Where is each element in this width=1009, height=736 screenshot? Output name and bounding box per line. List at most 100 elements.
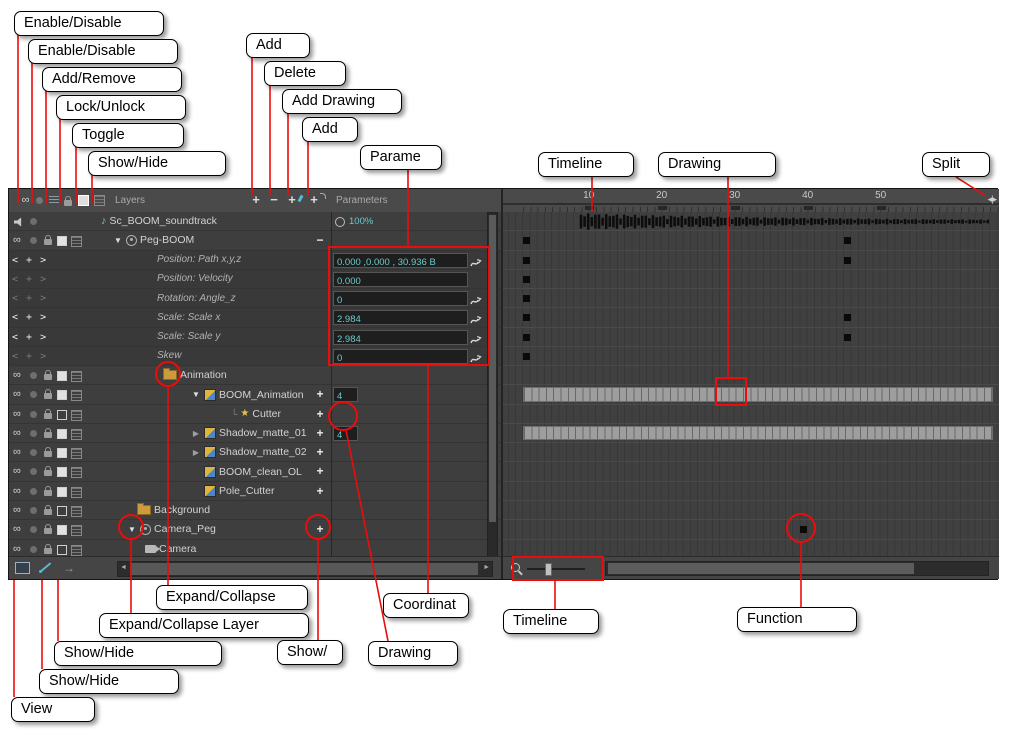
show-functions-button[interactable]: + [316, 425, 324, 440]
timeline-track-row[interactable] [503, 212, 999, 232]
keyframe-nav-control[interactable]: < + > [12, 254, 48, 266]
show-functions-button[interactable]: + [316, 445, 324, 460]
data-view-icon[interactable] [93, 194, 106, 207]
timeline-track-row[interactable] [503, 462, 999, 482]
keyframe-marker[interactable] [523, 314, 530, 322]
show-functions-button[interactable]: + [316, 464, 324, 479]
data-view-badge-icon[interactable] [71, 544, 82, 556]
solo-icon[interactable] [30, 526, 37, 534]
solo-icon[interactable] [30, 372, 37, 380]
data-view-badge-icon[interactable] [71, 390, 82, 402]
timeline-track-row[interactable] [503, 501, 999, 521]
volume-icon[interactable] [335, 217, 345, 227]
lock-icon[interactable] [44, 389, 52, 400]
timeline-track-row[interactable] [503, 328, 999, 347]
toggle-checkbox[interactable] [57, 448, 67, 459]
data-view-badge-icon[interactable] [71, 428, 82, 440]
solo-icon[interactable] [30, 429, 37, 437]
solo-icon[interactable] [30, 487, 37, 495]
layer-row[interactable]: ∞Pole_Cutter+ [9, 481, 501, 501]
show-hide-data-view-icon[interactable] [39, 561, 55, 575]
layer-row[interactable]: ∞▶Shadow_matte_02+ [9, 443, 501, 463]
solo-icon[interactable] [30, 506, 37, 514]
drawing-exposure-bar[interactable] [523, 425, 993, 441]
toggle-checkbox[interactable] [57, 486, 67, 497]
keyframe-marker[interactable] [523, 275, 530, 283]
layers-horizontal-scrollbar[interactable]: ◄ ► [117, 561, 493, 577]
lock-icon[interactable] [44, 427, 52, 438]
keyframe-marker[interactable] [523, 333, 530, 341]
scrollbar-thumb[interactable] [489, 215, 496, 522]
timeline-track-row[interactable] [503, 482, 999, 501]
value-field[interactable]: 2.984 [333, 310, 468, 326]
function-curve-icon[interactable] [470, 351, 482, 363]
drawing-substitution-field[interactable]: 4 [333, 425, 358, 441]
lock-icon[interactable] [44, 370, 52, 381]
thumbnails-icon[interactable] [47, 194, 60, 207]
solo-icon[interactable] [30, 391, 37, 399]
data-view-badge-icon[interactable] [71, 505, 82, 517]
add-drawing-layer-button[interactable]: + [285, 192, 299, 207]
lock-icon[interactable] [44, 524, 52, 535]
solo-mode-icon[interactable] [33, 194, 46, 207]
timeline-track-row[interactable] [503, 405, 999, 424]
lock-icon[interactable] [44, 235, 52, 246]
keyframe-nav-control[interactable]: < + > [12, 293, 48, 305]
toggle-checkbox[interactable] [57, 371, 67, 382]
keyframe-marker[interactable] [523, 256, 530, 264]
toggle-checkbox[interactable] [57, 505, 67, 516]
toggle-checkbox[interactable] [57, 236, 67, 247]
layer-row[interactable]: ∞└★Cutter+ [9, 404, 501, 424]
value-field[interactable]: 0.000 ,0.000 , 30.936 B [333, 252, 468, 268]
data-view-badge-icon[interactable] [71, 467, 82, 479]
value-field[interactable]: 2.984 [333, 329, 468, 345]
enable-disable-icon[interactable]: ∞ [13, 234, 21, 247]
solo-icon[interactable] [30, 237, 37, 245]
toggle-checkbox[interactable] [57, 428, 67, 439]
expand-collapse-arrow[interactable]: ▼ [114, 235, 122, 245]
enable-disable-icon[interactable]: ∞ [13, 542, 21, 555]
timeline-track-row[interactable] [503, 443, 999, 463]
keyframe-marker[interactable] [844, 256, 852, 264]
show-functions-button[interactable]: + [316, 522, 324, 537]
timeline-track-row[interactable] [503, 385, 999, 405]
function-curve-icon[interactable] [470, 255, 482, 266]
layer-row[interactable]: ∞▶Shadow_matte_01+4 [9, 423, 501, 444]
keyframe-nav-control[interactable]: < + > [12, 273, 48, 285]
enable-disable-icon[interactable]: ∞ [13, 523, 21, 536]
keyframe-nav-control[interactable]: < + > [12, 331, 48, 343]
function-curve-icon[interactable] [470, 293, 482, 305]
function-curve-icon[interactable] [470, 332, 482, 343]
timeline-track-row[interactable] [503, 251, 999, 270]
lock-icon[interactable] [44, 447, 52, 458]
enable-disable-icon[interactable]: ∞ [13, 407, 21, 420]
drawing-exposure-bar[interactable] [523, 387, 993, 402]
layer-row[interactable]: ∞▼Peg-BOOM− [9, 231, 501, 251]
keyframe-nav-control[interactable]: < + > [12, 312, 48, 324]
layer-row[interactable]: ∞▼BOOM_Animation+4 [9, 385, 501, 405]
data-view-badge-icon[interactable] [71, 236, 82, 248]
expand-collapse-arrow[interactable]: ▼ [192, 390, 200, 400]
show-functions-button[interactable]: + [316, 483, 324, 498]
enable-disable-icon[interactable]: ∞ [13, 503, 21, 516]
scroll-left-button[interactable]: ◄ [120, 564, 127, 571]
keyframe-marker[interactable] [844, 333, 852, 341]
scroll-right-button[interactable]: ► [483, 564, 490, 571]
lock-icon[interactable] [44, 466, 52, 477]
lock-icon[interactable] [44, 408, 52, 419]
toggle-checkbox[interactable] [57, 467, 67, 478]
data-view-badge-icon[interactable] [71, 371, 82, 383]
zoom-slider-thumb[interactable] [545, 563, 552, 576]
keyframe-marker[interactable] [800, 526, 808, 534]
timeline-track-row[interactable] [503, 231, 999, 251]
timeline-track-row[interactable] [503, 366, 999, 386]
expand-collapse-arrow[interactable]: ▼ [128, 524, 136, 534]
solo-icon[interactable] [30, 545, 37, 553]
solo-icon[interactable] [30, 410, 37, 418]
